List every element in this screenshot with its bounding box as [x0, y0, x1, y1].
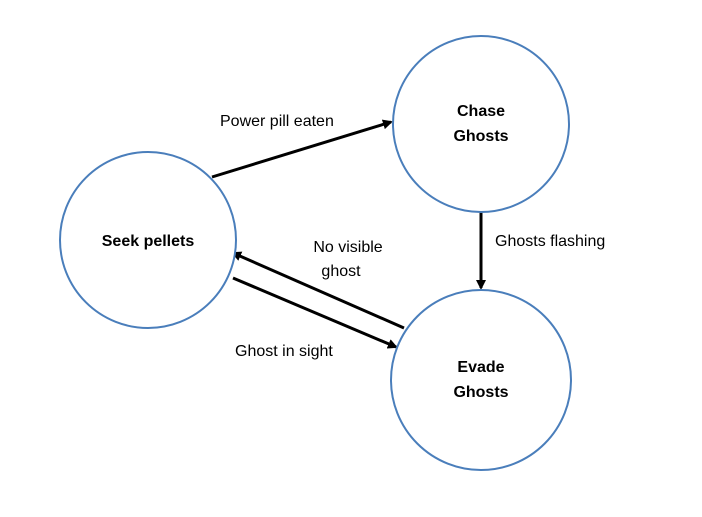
arrow-seek-to-chase — [211, 119, 393, 179]
transition-label-ghosts-flashing: Ghosts flashing — [495, 233, 605, 250]
transition-label-ghost-in-sight: Ghost in sight — [235, 343, 333, 360]
state-evade-ghosts-circle — [390, 289, 572, 471]
state-seek-pellets: Seek pellets — [59, 151, 237, 329]
transition-label-no-visible-ghost-line2: ghost — [321, 263, 361, 280]
state-evade-ghosts-label-line2: Ghosts — [453, 384, 508, 401]
state-chase-ghosts-circle — [392, 35, 570, 213]
state-seek-pellets-label: Seek pellets — [102, 233, 195, 250]
state-chase-ghosts: Chase Ghosts — [392, 35, 570, 213]
state-evade-ghosts-label-line1: Evade — [457, 359, 504, 376]
transition-label-no-visible-ghost-line1: No visible — [313, 239, 382, 256]
state-chase-ghosts-label-line2: Ghosts — [453, 128, 508, 145]
arrow-evade-to-seek — [231, 251, 405, 330]
state-seek-pellets-circle — [59, 151, 237, 329]
state-evade-ghosts: Evade Ghosts — [390, 289, 572, 471]
state-chase-ghosts-label-line1: Chase — [457, 103, 505, 120]
arrow-seek-to-evade — [232, 276, 398, 349]
transition-label-power-pill-eaten: Power pill eaten — [220, 113, 334, 130]
